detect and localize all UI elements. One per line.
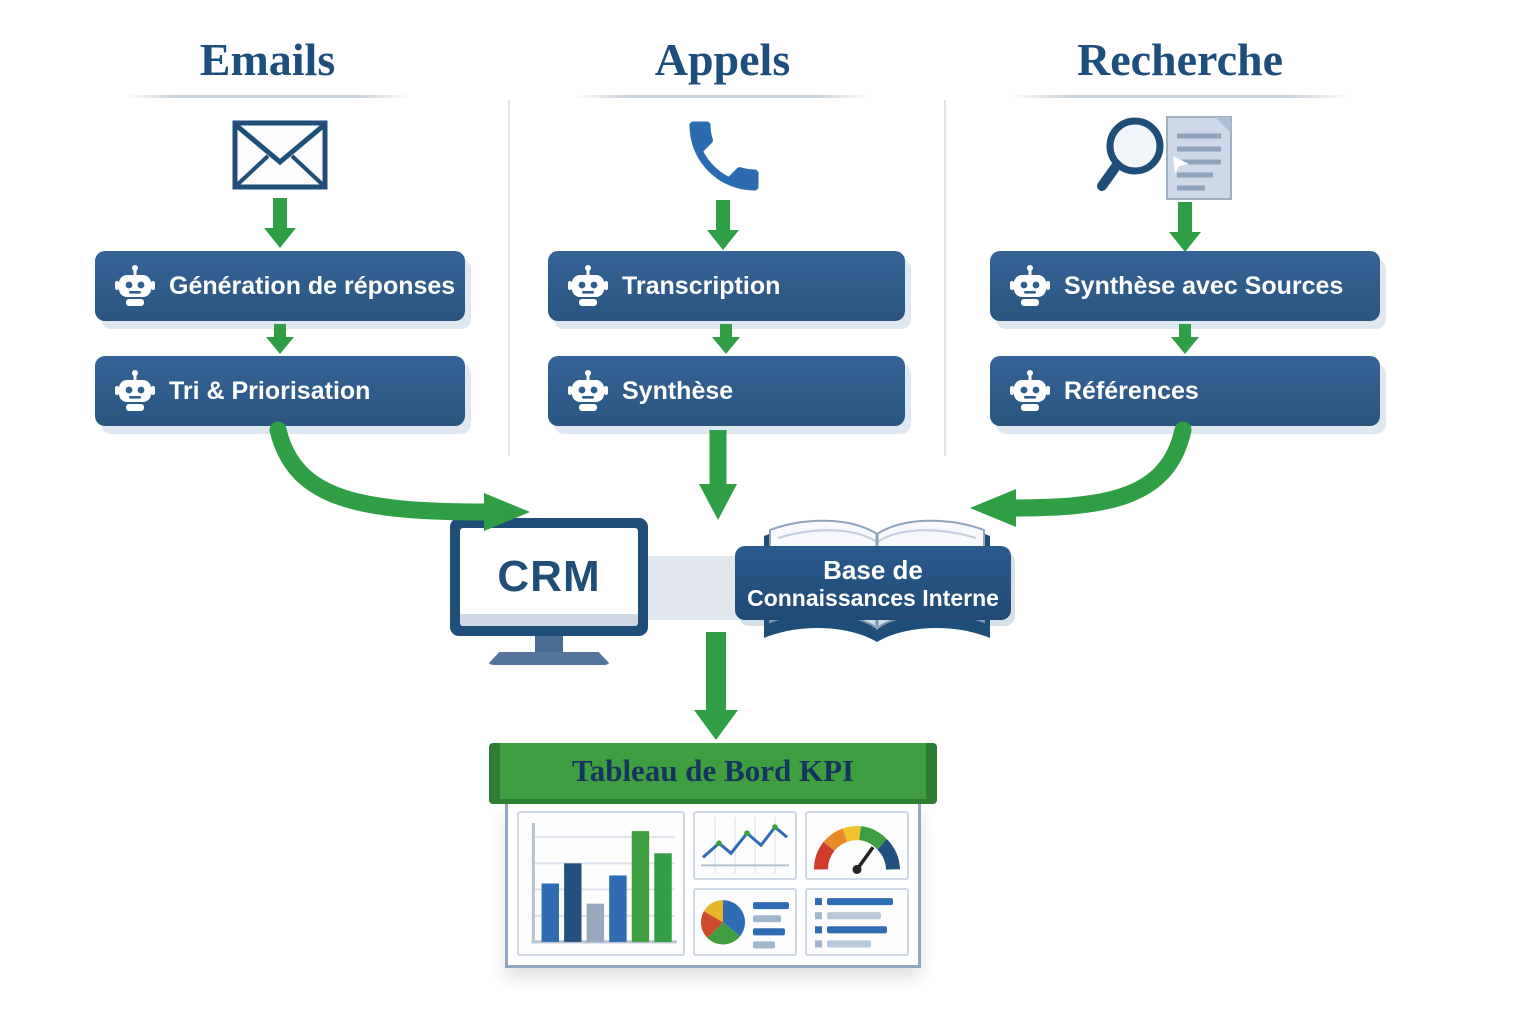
crm-monitor-icon: CRM — [450, 518, 648, 665]
monitor-screen: CRM — [460, 528, 638, 626]
kpi-list — [805, 887, 909, 956]
monitor-base — [487, 652, 611, 665]
step-label: Synthèse — [622, 376, 734, 405]
column-title-emails: Emails — [199, 34, 336, 85]
column-separator — [508, 100, 510, 456]
crm-label: CRM — [497, 552, 601, 601]
robot-icon — [1010, 370, 1050, 411]
divider-appels — [575, 95, 870, 98]
arrow-down-icon — [262, 198, 298, 253]
arrow-down-icon — [710, 324, 742, 359]
envelope-icon — [232, 120, 328, 195]
step-appels-synthese: Synthèse — [548, 356, 905, 426]
arrow-down-icon — [1167, 202, 1203, 257]
robot-icon — [115, 370, 155, 411]
step-label: Références — [1064, 376, 1199, 405]
robot-icon — [568, 370, 608, 411]
column-separator — [944, 100, 946, 456]
arrow-down-icon — [1169, 324, 1201, 359]
column-title-recherche: Recherche — [1076, 34, 1284, 85]
step-appels-transcription: Transcription — [548, 251, 905, 321]
robot-icon — [115, 265, 155, 306]
pie-chart — [693, 887, 797, 956]
step-recherche-references: Références — [990, 356, 1380, 426]
step-emails-tri-priorisation: Tri & Priorisation — [95, 356, 465, 426]
phone-icon — [678, 110, 770, 207]
knowledge-base-label-line1: Base de — [823, 555, 923, 585]
bar-chart — [517, 811, 685, 956]
column-title-appels: Appels — [654, 34, 791, 85]
monitor-neck — [535, 636, 563, 652]
step-emails-generation-reponses: Génération de réponses — [95, 251, 465, 321]
arrow-down-icon — [694, 632, 738, 745]
step-label: Génération de réponses — [169, 271, 456, 300]
dashboard-right-grid — [693, 811, 909, 956]
step-label: Transcription — [622, 271, 781, 300]
dashboard-title: Tableau de Bord KPI — [571, 753, 855, 788]
dashboard-header-ribbon: Tableau de Bord KPI — [489, 743, 937, 804]
arrow-down-icon — [705, 200, 741, 255]
divider-emails — [125, 95, 410, 98]
step-label: Tri & Priorisation — [169, 376, 371, 405]
monitor-taskbar — [460, 614, 638, 626]
dashboard-header: Tableau de Bord KPI — [500, 743, 926, 799]
line-chart — [693, 811, 797, 880]
knowledge-base-banner: Base de Connaissances Interne — [735, 546, 1011, 620]
step-label: Synthèse avec Sources — [1064, 271, 1344, 300]
search-document-icon — [1095, 112, 1265, 213]
robot-icon — [1010, 265, 1050, 306]
gauge-chart — [805, 811, 909, 880]
kpi-dashboard-panel — [505, 802, 921, 968]
divider-recherche — [1010, 95, 1350, 98]
step-recherche-synthese-sources: Synthèse avec Sources — [990, 251, 1380, 321]
knowledge-base-label-line2: Connaissances Interne — [747, 585, 999, 611]
robot-icon — [568, 265, 608, 306]
arrow-down-icon — [264, 324, 296, 359]
monitor-frame: CRM — [450, 518, 648, 636]
